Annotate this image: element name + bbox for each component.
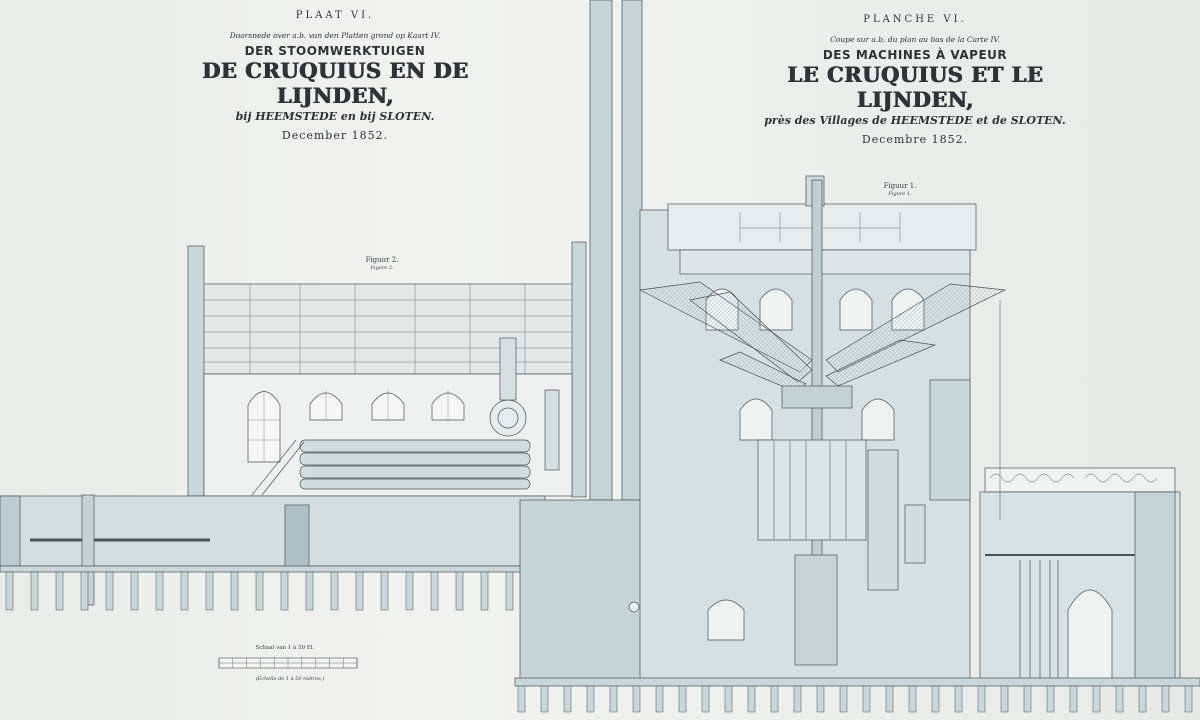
pile [793, 685, 802, 713]
pile [1046, 685, 1055, 713]
pile [862, 685, 871, 713]
pile [1115, 685, 1124, 713]
pile [678, 685, 687, 713]
title-line-2: LE CRUQUIUS ET LE LIJNDEN, [787, 62, 1043, 112]
figure-2-drawing [0, 241, 587, 606]
pile [280, 571, 289, 611]
pile [305, 571, 314, 611]
pile [770, 685, 779, 713]
title-block-dutch: PLAAT VI. Doorsnede over a.b. van den Pl… [180, 10, 490, 142]
plate-number: PLAAT VI. [295, 10, 375, 21]
figure-1-drawing [514, 175, 1200, 687]
pile [540, 685, 549, 713]
pile [609, 685, 618, 713]
title-line-3: bij HEEMSTEDE en bij SLOTEN. [235, 110, 435, 123]
pile [30, 571, 39, 611]
title-line-1: DER STOOMWERKTUIGEN [244, 44, 426, 58]
pile [480, 571, 489, 611]
plate-date: December 1852. [281, 129, 389, 142]
plate-number: PLANCHE VI. [863, 14, 967, 25]
chimney [589, 0, 643, 528]
pile [885, 685, 894, 713]
pile [205, 571, 214, 611]
pile [255, 571, 264, 611]
pile [330, 571, 339, 611]
pile [1000, 685, 1009, 713]
pile [701, 685, 710, 713]
pile [1161, 685, 1170, 713]
title-line-2: DE CRUQUIUS EN DE LIJNDEN, [201, 58, 469, 108]
pile [931, 685, 940, 713]
pile [180, 571, 189, 611]
pile [724, 685, 733, 713]
pile [839, 685, 848, 713]
plate-date: Decembre 1852. [861, 133, 969, 146]
pile [977, 685, 986, 713]
pile [954, 685, 963, 713]
figure-1-subcaption: Figure 1. [888, 191, 912, 197]
pile [105, 571, 114, 611]
pile [816, 685, 825, 713]
pile [130, 571, 139, 611]
pile [1138, 685, 1147, 713]
figure-2-label: Figuur 2. Figure 2. [352, 256, 412, 272]
scale-bar [218, 657, 358, 669]
foundation-piles-left [5, 571, 539, 611]
title-line-1: DES MACHINES À VAPEUR [822, 48, 1008, 62]
pile [355, 571, 364, 611]
pile [1092, 685, 1101, 713]
pile [55, 571, 64, 611]
title-line-3: près des Villages de HEEMSTEDE et de SLO… [764, 114, 1066, 127]
pile [747, 685, 756, 713]
pile [1069, 685, 1078, 713]
pile [5, 571, 14, 611]
section-caption: Doorsnede over a.b. van den Platten gron… [229, 31, 441, 40]
scale-subcaption: (Échelle de 1 à 50 mètres.) [255, 676, 325, 682]
pile [230, 571, 239, 611]
figure-1-caption: Figuur 1. [883, 182, 917, 190]
pile [80, 571, 89, 611]
pile [908, 685, 917, 713]
pile [155, 571, 164, 611]
figure-1-label: Figuur 1. Figure 1. [870, 182, 930, 198]
pile [1184, 685, 1193, 713]
pile [1023, 685, 1032, 713]
figure-2-subcaption: Figure 2. [370, 265, 394, 271]
pile [405, 571, 414, 611]
pile [505, 571, 514, 611]
pile [380, 571, 389, 611]
pile [632, 685, 641, 713]
section-caption: Coupe sur a.b. du plan au bas de la Cart… [830, 35, 1000, 44]
foundation-piles-right [517, 685, 1193, 713]
pile [655, 685, 664, 713]
title-block-french: PLANCHE VI. Coupe sur a.b. du plan au ba… [725, 14, 1105, 146]
pile [586, 685, 595, 713]
scale-caption: Schaal van 1 à 50 El. [255, 645, 315, 651]
pile [563, 685, 572, 713]
pile [517, 685, 526, 713]
pile [430, 571, 439, 611]
figure-2-caption: Figuur 2. [365, 256, 399, 264]
pile [455, 571, 464, 611]
